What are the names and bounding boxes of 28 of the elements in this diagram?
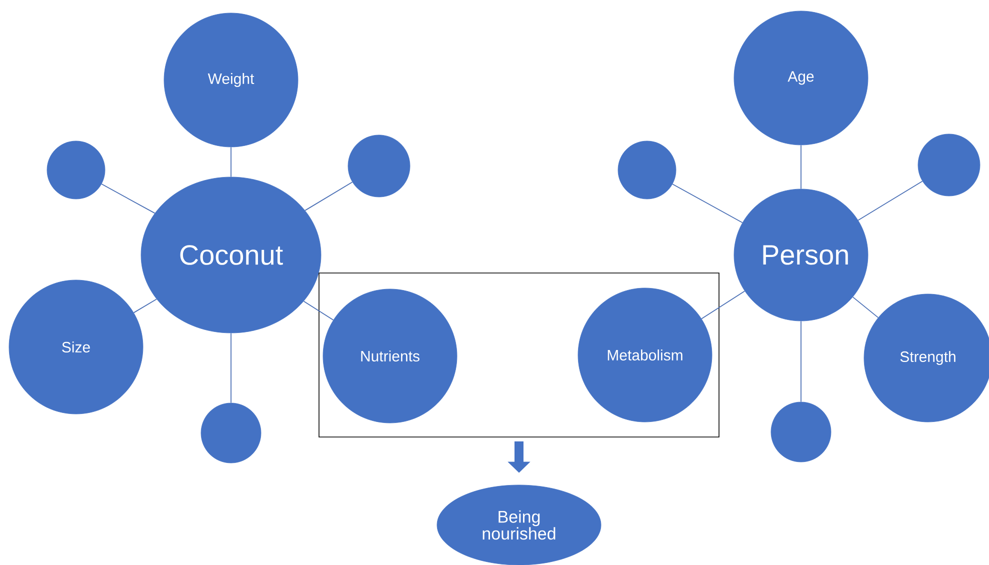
circle-node: [200, 402, 262, 464]
connector-line: [800, 144, 802, 190]
circle-node: Strength: [864, 294, 989, 422]
circle-node: Nutrients: [322, 288, 458, 424]
circle-node: Weight: [164, 12, 298, 148]
circle-node: [618, 140, 676, 200]
connector-line: [701, 290, 746, 320]
circle-node: [770, 402, 832, 462]
connector-line: [230, 332, 232, 404]
circle-node: [918, 134, 980, 196]
connector-line: [800, 320, 802, 402]
circle-node: [348, 134, 410, 198]
ellipse-node: Being nourished: [436, 484, 602, 565]
connector-line: [858, 180, 923, 221]
circle-node: [46, 140, 106, 200]
connector-line: [230, 146, 232, 178]
connector-line: [133, 298, 158, 314]
circle-node: Size: [8, 280, 144, 414]
connector-line: [672, 184, 743, 224]
circle-node: Metabolism: [578, 288, 712, 422]
ellipse-node: Coconut: [140, 176, 322, 334]
connector-line: [304, 182, 353, 211]
connector-line: [852, 296, 879, 318]
connector-line: [303, 300, 334, 320]
circle-node: Age: [734, 10, 868, 146]
ellipse-node: Person: [734, 188, 868, 322]
rectangle-frame: [318, 272, 720, 438]
connector-line: [101, 184, 156, 214]
